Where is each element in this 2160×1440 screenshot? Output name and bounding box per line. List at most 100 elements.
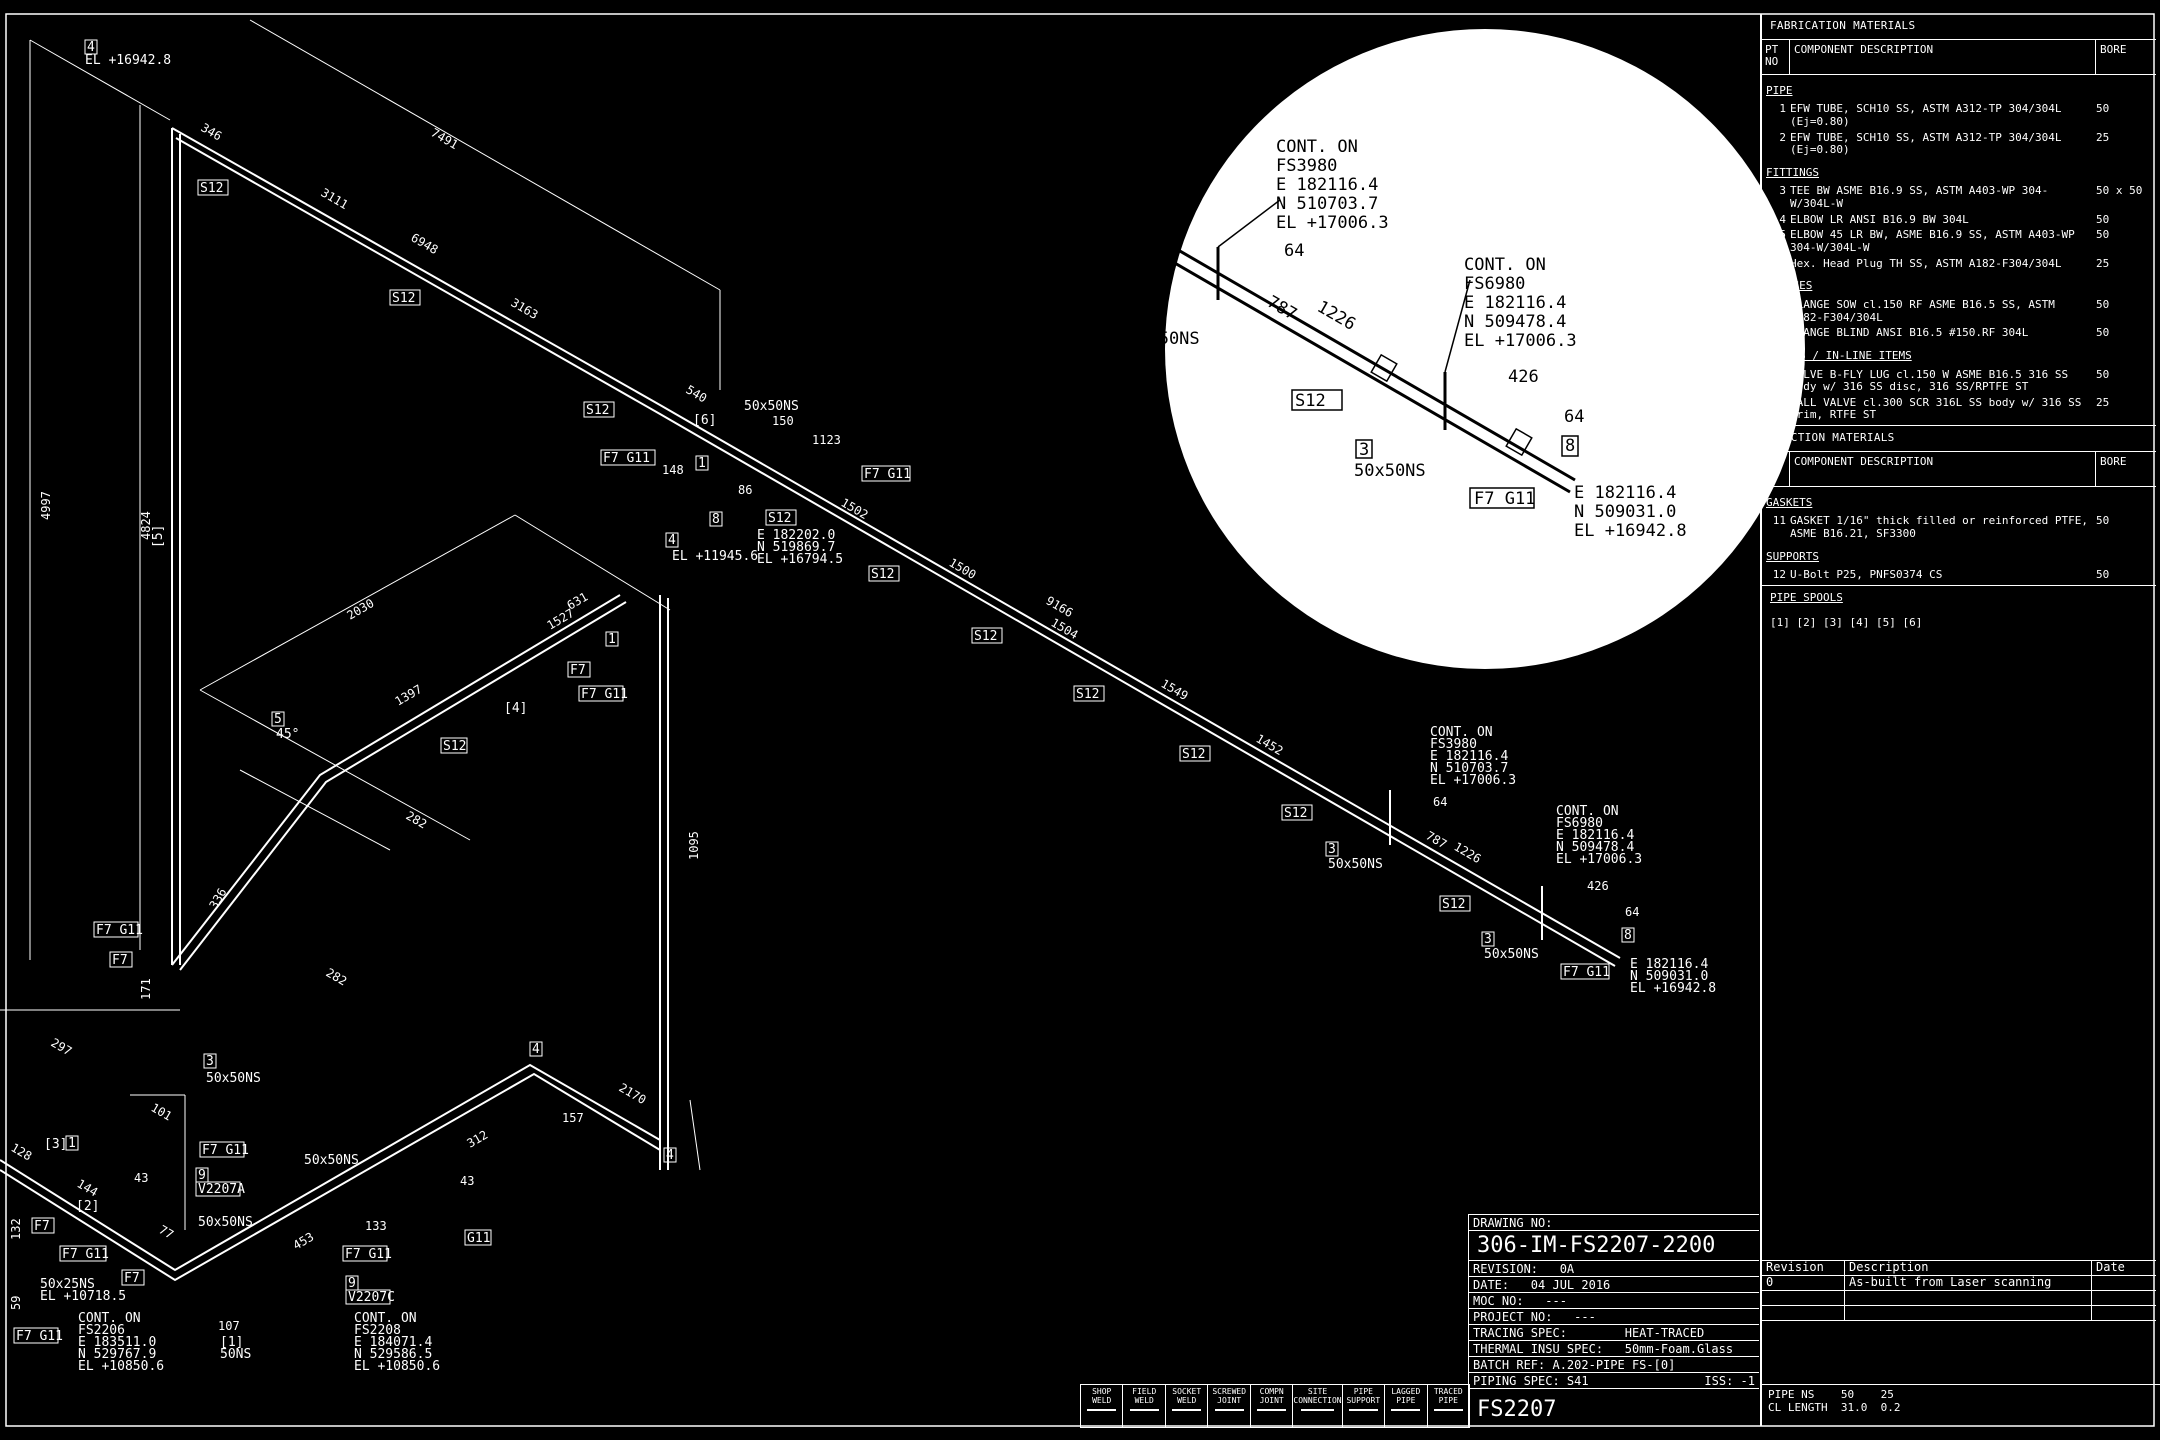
pipe-spools-list: [1] [2] [3] [4] [5] [6] <box>1770 615 1923 629</box>
ns-50x25: 50x25NS <box>40 1277 95 1292</box>
dim-426: 426 <box>1587 879 1609 893</box>
batch-field: BATCH REF: A.202-PIPE FS-[0] <box>1469 1357 1759 1373</box>
fabrication-group-title: FITTINGS <box>1766 165 1819 179</box>
tag-f7-1: F7 <box>570 663 586 678</box>
pt-number: 11 <box>1772 514 1786 528</box>
zoom-cont6-3: E 182116.4 <box>1464 293 1566 313</box>
dim-133: 133 <box>365 1219 387 1233</box>
dim-1549: 1549 <box>1159 676 1191 703</box>
dim-43-a: 43 <box>460 1174 474 1188</box>
tag-s12-9: S12 <box>1284 806 1307 821</box>
bore-value: 50 <box>2096 228 2110 242</box>
zoom-dim-64-a: 64 <box>1284 241 1304 261</box>
part-1-b: 1 <box>608 632 616 647</box>
zoom-ns-b: 50x50NS <box>1354 461 1426 481</box>
cont-2208-1: CONT. ON <box>354 1311 417 1326</box>
part-4-top: 4 <box>87 40 95 55</box>
cont-3980-1: CONT. ON <box>1430 725 1493 740</box>
tag-f7-g11-7: F7 G11 <box>62 1247 109 1262</box>
cont-3980-5: EL +17006.3 <box>1430 773 1516 788</box>
spool-3-label: [3] <box>44 1137 67 1152</box>
bore-value: 25 <box>2096 395 2110 409</box>
legend-symbol-icon <box>1087 1409 1117 1417</box>
part-9-b: 9 <box>348 1276 356 1291</box>
col-bore-2: BORE <box>2100 454 2127 468</box>
tag-f7-g11-1: F7 G11 <box>603 451 650 466</box>
legend-symbol-icon <box>1214 1409 1244 1417</box>
rev-desc-col: Description <box>1845 1260 2092 1275</box>
cont-6980-3: E 182116.4 <box>1556 828 1634 843</box>
tag-f7-g11-4: F7 G11 <box>581 687 628 702</box>
ns-50x50-e: 50x50NS <box>1328 857 1383 872</box>
dim-1226: 1226 <box>1452 839 1484 866</box>
tag-s12-3: S12 <box>586 403 609 418</box>
tag-s12-11: S12 <box>443 739 466 754</box>
ns-50x50-a: 50x50NS <box>744 399 799 414</box>
dim-4997: 4997 <box>39 491 53 520</box>
part-5: 5 <box>274 712 282 727</box>
ns-50x50-d: 50x50NS <box>198 1215 253 1230</box>
erection-title: ERECTION MATERIALS <box>1762 426 2156 452</box>
pipe-spools-title: PIPE SPOOLS <box>1770 590 1843 604</box>
end-e: E 182116.4 <box>1630 957 1708 972</box>
dim-171: 171 <box>139 978 153 1000</box>
zoom-cont6-2: FS6980 <box>1464 274 1525 294</box>
zoom-end-e: E 182116.4 <box>1574 483 1676 503</box>
spool-2-label: [2] <box>76 1199 99 1214</box>
spool-4-label: [4] <box>504 701 527 716</box>
fabrication-group-title: FLANGES <box>1766 279 1813 293</box>
project-field: PROJECT NO: --- <box>1469 1309 1759 1325</box>
tag-f7-g11-3: F7 G11 <box>1563 965 1610 980</box>
ns-50x50-f: 50x50NS <box>1484 947 1539 962</box>
legend-symbol-icon <box>1433 1409 1463 1417</box>
cont-2206-4: N 529767.9 <box>78 1347 156 1362</box>
component-tags: S12 S12 S12 F7 G11 S12 F7 G11 S12 S12 S1… <box>13 179 1610 1344</box>
coord-a-el: EL +16794.5 <box>757 552 843 567</box>
dim-3111: 3111 <box>319 185 351 212</box>
part-4-end: 4 <box>666 1148 674 1163</box>
revision-table: Revision Description Date 0 As-built fro… <box>1762 1260 2156 1321</box>
revision-field: REVISION: 0A <box>1469 1261 1759 1277</box>
legend-symbol-icon <box>1348 1409 1378 1417</box>
dim-346: 346 <box>199 120 225 143</box>
bore-value: 50 <box>2096 297 2110 311</box>
pipe-ns-summary: PIPE NS 50 25 CL LENGTH 31.0 0.2 <box>1762 1384 2160 1418</box>
bore-value: 50 <box>2096 102 2110 116</box>
col-bore: BORE <box>2100 42 2127 56</box>
part-3-c: 3 <box>1484 932 1492 947</box>
part-3-b: 3 <box>1328 842 1336 857</box>
component-description: FLANGE SOW cl.150 RF ASME B16.5 SS, ASTM… <box>1790 297 2055 324</box>
component-description: EFW TUBE, SCH10 SS, ASTM A312-TP 304/304… <box>1790 130 2062 157</box>
el-10718: EL +10718.5 <box>40 1289 126 1304</box>
component-description: BALL VALVE cl.300 SCR 316L SS body w/ 31… <box>1790 395 2082 422</box>
rev-description: As-built from Laser scanning <box>1845 1275 2092 1290</box>
component-description: EFW TUBE, SCH10 SS, ASTM A312-TP 304/304… <box>1790 102 2062 128</box>
fabrication-title: FABRICATION MATERIALS <box>1762 14 2156 40</box>
zoom-part-3-a: 3 <box>1129 305 1139 325</box>
zoom-part-8: 8 <box>1565 436 1575 456</box>
tag-s12-4: S12 <box>768 511 791 526</box>
end-el: EL +16942.8 <box>1630 981 1716 996</box>
dim-86: 86 <box>738 483 752 497</box>
fabrication-group-title: VALVES / IN-LINE ITEMS <box>1766 348 1912 362</box>
dim-128: 128 <box>9 1140 35 1163</box>
dim-2170: 2170 <box>617 1080 649 1107</box>
cl-length-line: CL LENGTH 31.0 0.2 <box>1768 1400 1901 1414</box>
dim-150: 150 <box>772 414 794 428</box>
dim-144: 144 <box>75 1176 101 1199</box>
construction-lines <box>0 19 721 1230</box>
part-8-b: 8 <box>1624 928 1632 943</box>
materials-panel: FABRICATION MATERIALS PT NO COMPONENT DE… <box>1760 14 2160 1426</box>
